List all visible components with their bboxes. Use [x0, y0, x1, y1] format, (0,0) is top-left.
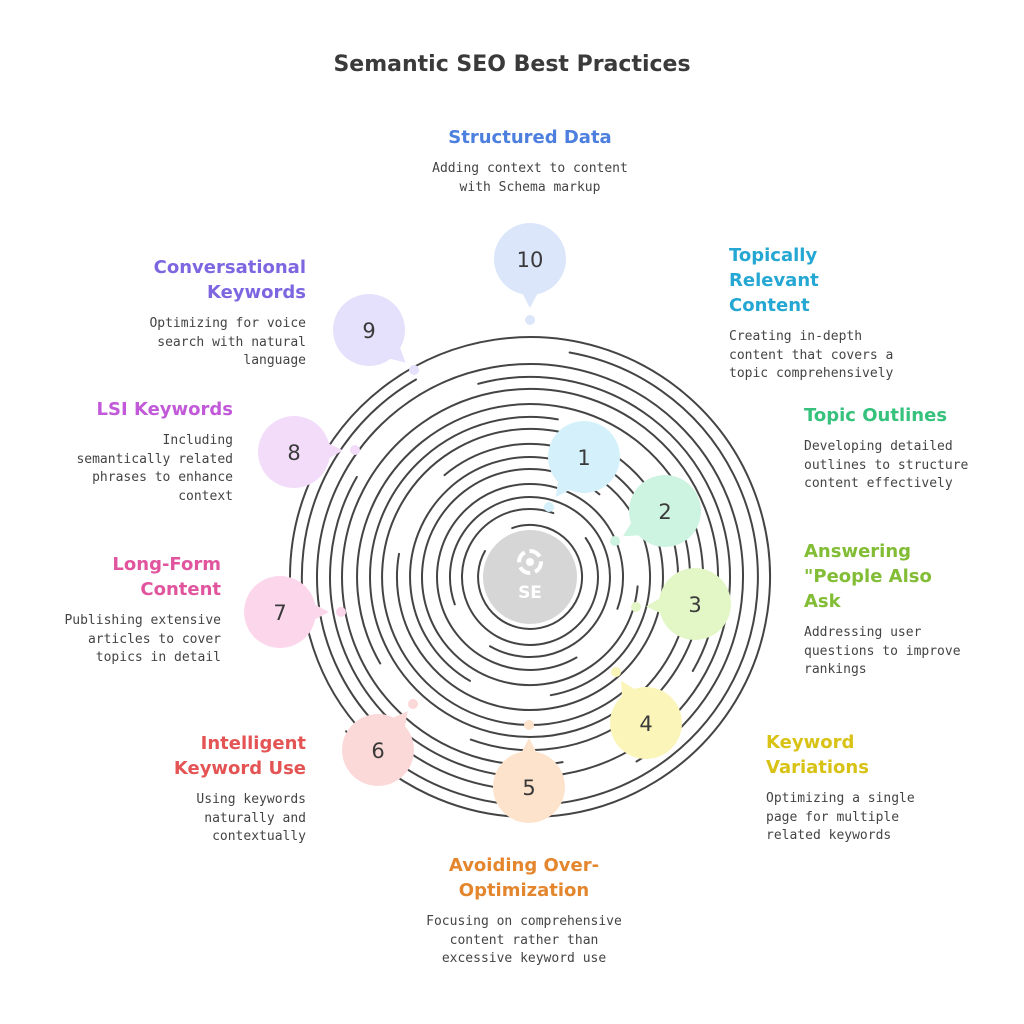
- bubble-circle: [659, 568, 731, 640]
- bubble-circle: [244, 576, 316, 648]
- bubble-7: 7: [244, 576, 346, 648]
- bubble-circle: [610, 687, 682, 759]
- arc-9: [381, 427, 679, 726]
- connector-dot: [336, 607, 346, 617]
- connector-dot: [610, 536, 620, 546]
- bubble-number: 9: [362, 319, 375, 343]
- connector-dot: [350, 445, 360, 455]
- item-title: Avoiding Over-Optimization: [448, 855, 600, 901]
- item-title: Structured Data: [448, 127, 612, 148]
- hub-circle: [483, 530, 577, 624]
- bubble-number: 4: [639, 712, 652, 736]
- connector-dot: [409, 365, 419, 375]
- numbered-bubbles: 1 2 3 4 5 6 7 8 9 10: [244, 223, 731, 823]
- arc-2: [477, 523, 584, 630]
- bubble-circle: [342, 714, 414, 786]
- connector-dot: [524, 720, 534, 730]
- bubble-circle: [333, 294, 405, 366]
- arc-5: [436, 482, 625, 671]
- connector-dot: [544, 502, 554, 512]
- bubble-number: 2: [658, 500, 671, 524]
- bubble-circle: [258, 416, 330, 488]
- bubble-3: 3: [631, 568, 731, 640]
- arc-12: [341, 387, 719, 766]
- arc-6: [421, 468, 639, 687]
- item-title: Topic Outlines: [804, 405, 948, 426]
- bubble-circle: [548, 421, 620, 493]
- bubble-1: 1: [544, 421, 620, 512]
- connector-dot: [631, 602, 641, 612]
- bubble-9: 9: [333, 294, 419, 375]
- bubble-circle: [493, 751, 565, 823]
- bubble-8: 8: [258, 416, 360, 488]
- center-hub: SE: [483, 530, 577, 624]
- bubble-5: 5: [493, 720, 565, 823]
- bubble-number: 6: [371, 739, 384, 763]
- bubble-2: 2: [610, 475, 701, 547]
- bubble-number: 10: [517, 248, 544, 272]
- bubble-10: 10: [494, 223, 566, 325]
- bubble-number: 8: [287, 441, 300, 465]
- bubble-number: 5: [522, 776, 535, 800]
- bubble-6: 6: [342, 699, 418, 786]
- arc-14: [316, 363, 744, 788]
- hub-label: SE: [518, 583, 542, 603]
- bubble-circle: [494, 223, 566, 295]
- arc-15: [300, 351, 759, 807]
- item-title: LSI Keywords: [96, 399, 233, 420]
- connector-dot: [408, 699, 418, 709]
- bubble-circle: [629, 475, 701, 547]
- page-title: Semantic SEO Best Practices: [333, 52, 691, 77]
- arc-4: [448, 496, 611, 658]
- bubble-number: 1: [577, 446, 590, 470]
- arc-3: [461, 508, 599, 646]
- bubble-number: 3: [688, 593, 701, 617]
- bubble-4: 4: [610, 667, 682, 759]
- recycle-arrows-icon: [517, 549, 543, 575]
- connector-dot: [611, 667, 621, 677]
- bubble-number: 7: [273, 601, 286, 625]
- connector-dot: [525, 315, 535, 325]
